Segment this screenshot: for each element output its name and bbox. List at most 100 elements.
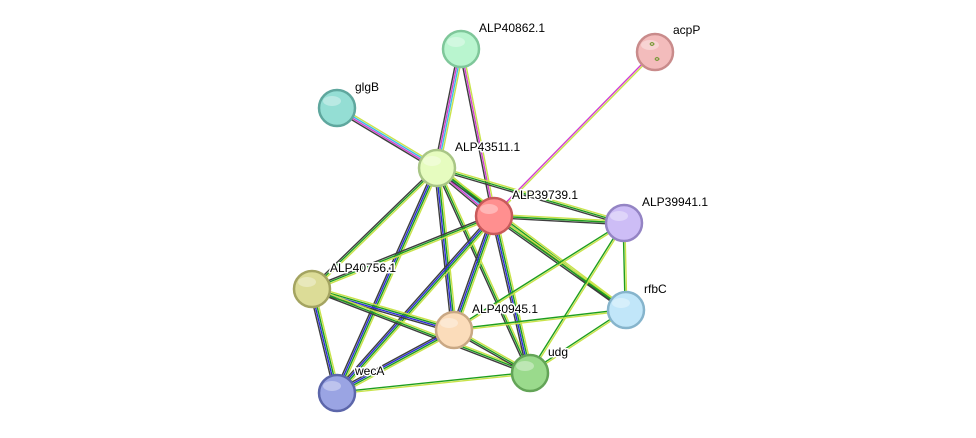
edge-evidence-line — [492, 50, 656, 217]
edge-evidence-line — [452, 215, 494, 331]
node-circle[interactable] — [606, 290, 646, 330]
edge-evidence-line — [452, 221, 625, 330]
edge-ALP39941.1-ALP40945.1[interactable] — [452, 221, 626, 332]
node-label: wecA — [354, 364, 384, 378]
edge-evidence-line — [337, 331, 456, 396]
edge-evidence-line — [528, 221, 624, 374]
edge-ALP40862.1-ALP43511.1[interactable] — [433, 47, 465, 170]
edge-evidence-line — [450, 214, 493, 330]
edge-evidence-line — [336, 330, 456, 395]
node-highlight — [323, 381, 341, 391]
edge-ALP40756.1-udg[interactable] — [310, 286, 532, 376]
edge-evidence-line — [335, 327, 454, 392]
node-circle[interactable] — [510, 353, 550, 393]
edge-evidence-line — [336, 371, 531, 393]
edge-evidence-line — [493, 51, 657, 218]
edge-ALP43511.1-udg[interactable] — [434, 166, 533, 375]
edge-evidence-line — [335, 214, 495, 394]
node-label: acpP — [673, 23, 700, 37]
edge-evidence-line — [437, 166, 533, 373]
edge-evidence-line — [434, 168, 530, 375]
node-circle[interactable] — [317, 88, 357, 128]
edge-evidence-line — [333, 166, 436, 393]
edge-ALP43511.1-ALP40756.1[interactable] — [310, 166, 439, 291]
edge-ALP43511.1-ALP39941.1[interactable] — [435, 165, 626, 226]
edge-evidence-line — [436, 167, 531, 374]
node-label: glgB — [355, 80, 379, 94]
node-ALP39739.1[interactable]: ALP39739.1 — [474, 187, 580, 236]
node-label: ALP40862.1 — [479, 21, 545, 35]
node-circle[interactable] — [317, 373, 357, 413]
edge-evidence-line — [338, 168, 441, 395]
node-circle[interactable] — [434, 310, 474, 350]
edge-evidence-line — [311, 287, 455, 330]
edge-evidence-line — [336, 106, 439, 168]
edge-evidence-line — [310, 166, 437, 289]
node-circle[interactable] — [635, 32, 675, 72]
node-ALP43511.1[interactable]: ALP43511.1 — [417, 139, 522, 188]
node-circle[interactable] — [604, 203, 644, 243]
edge-rfbC-ALP40945.1[interactable] — [453, 308, 627, 332]
node-highlight — [641, 40, 659, 50]
edge-evidence-line — [458, 48, 494, 218]
edge-evidence-line — [453, 310, 627, 332]
edge-evidence-line — [311, 288, 531, 374]
node-label: ALP39941.1 — [642, 195, 708, 209]
node-ALP40862.1[interactable]: ALP40862.1 — [441, 20, 547, 69]
node-highlight — [423, 156, 441, 166]
edge-acpP-ALP39739.1[interactable] — [492, 50, 657, 218]
edge-evidence-line — [435, 168, 625, 226]
edge-udg-wecA[interactable] — [336, 371, 531, 395]
edge-ALP40862.1-ALP39739.1[interactable] — [458, 47, 497, 218]
edge-evidence-line — [338, 216, 497, 396]
edge-ALP39739.1-wecA[interactable] — [334, 213, 497, 396]
edge-ALP43511.1-wecA[interactable] — [333, 166, 441, 395]
edge-evidence-line — [437, 165, 628, 310]
edge-evidence-line — [460, 48, 495, 217]
edge-ALP40945.1-wecA[interactable] — [335, 327, 456, 396]
edge-ALP39941.1-udg[interactable] — [528, 221, 626, 375]
edge-evidence-line — [454, 215, 496, 331]
edge-evidence-line — [438, 48, 465, 170]
edge-ALP39739.1-ALP40756.1[interactable] — [310, 213, 496, 292]
node-ALP39941.1[interactable]: ALP39941.1 — [604, 194, 710, 243]
edge-evidence-line — [337, 167, 439, 395]
edge-evidence-line — [311, 286, 532, 373]
edge-evidence-line — [335, 108, 438, 170]
edge-evidence-line — [311, 167, 438, 290]
node-rfbC[interactable]: rfbC — [606, 281, 669, 330]
node-ALP40756.1[interactable]: ALP40756.1 — [292, 260, 398, 309]
edge-evidence-line — [490, 215, 529, 375]
edge-evidence-line — [310, 289, 531, 376]
node-highlight — [440, 318, 458, 328]
edge-evidence-line — [493, 213, 625, 223]
edge-evidence-line — [436, 167, 625, 224]
edge-evidence-line — [334, 109, 437, 171]
node-circle[interactable] — [417, 148, 457, 188]
edge-glgB-ALP43511.1[interactable] — [334, 105, 440, 171]
edge-ALP40756.1-ALP40945.1[interactable] — [310, 285, 456, 334]
edge-evidence-line — [310, 213, 495, 289]
edge-ALP39739.1-ALP39941.1[interactable] — [493, 213, 625, 226]
structure-sketch — [649, 41, 655, 47]
node-circle[interactable] — [441, 29, 481, 69]
node-circle[interactable] — [292, 269, 332, 309]
node-ALP40945.1[interactable]: ALP40945.1 — [434, 301, 540, 350]
edge-ALP43511.1-ALP40945.1[interactable] — [433, 167, 458, 331]
edge-evidence-line — [337, 105, 440, 167]
node-label: ALP43511.1 — [455, 140, 520, 154]
node-glgB[interactable]: glgB — [317, 79, 381, 128]
node-udg[interactable]: udg — [510, 344, 570, 393]
node-wecA[interactable]: wecA — [317, 363, 386, 413]
edge-evidence-line — [335, 328, 455, 393]
edge-ALP39739.1-ALP40945.1[interactable] — [450, 214, 498, 332]
edge-evidence-line — [311, 216, 496, 292]
node-circle[interactable] — [474, 196, 514, 236]
node-acpP[interactable]: acpP — [635, 22, 702, 72]
node-highlight — [298, 277, 316, 287]
structure-sketch — [654, 56, 660, 62]
edge-evidence-line — [433, 47, 460, 169]
edge-evidence-line — [433, 167, 453, 331]
edge-evidence-line — [335, 166, 437, 394]
